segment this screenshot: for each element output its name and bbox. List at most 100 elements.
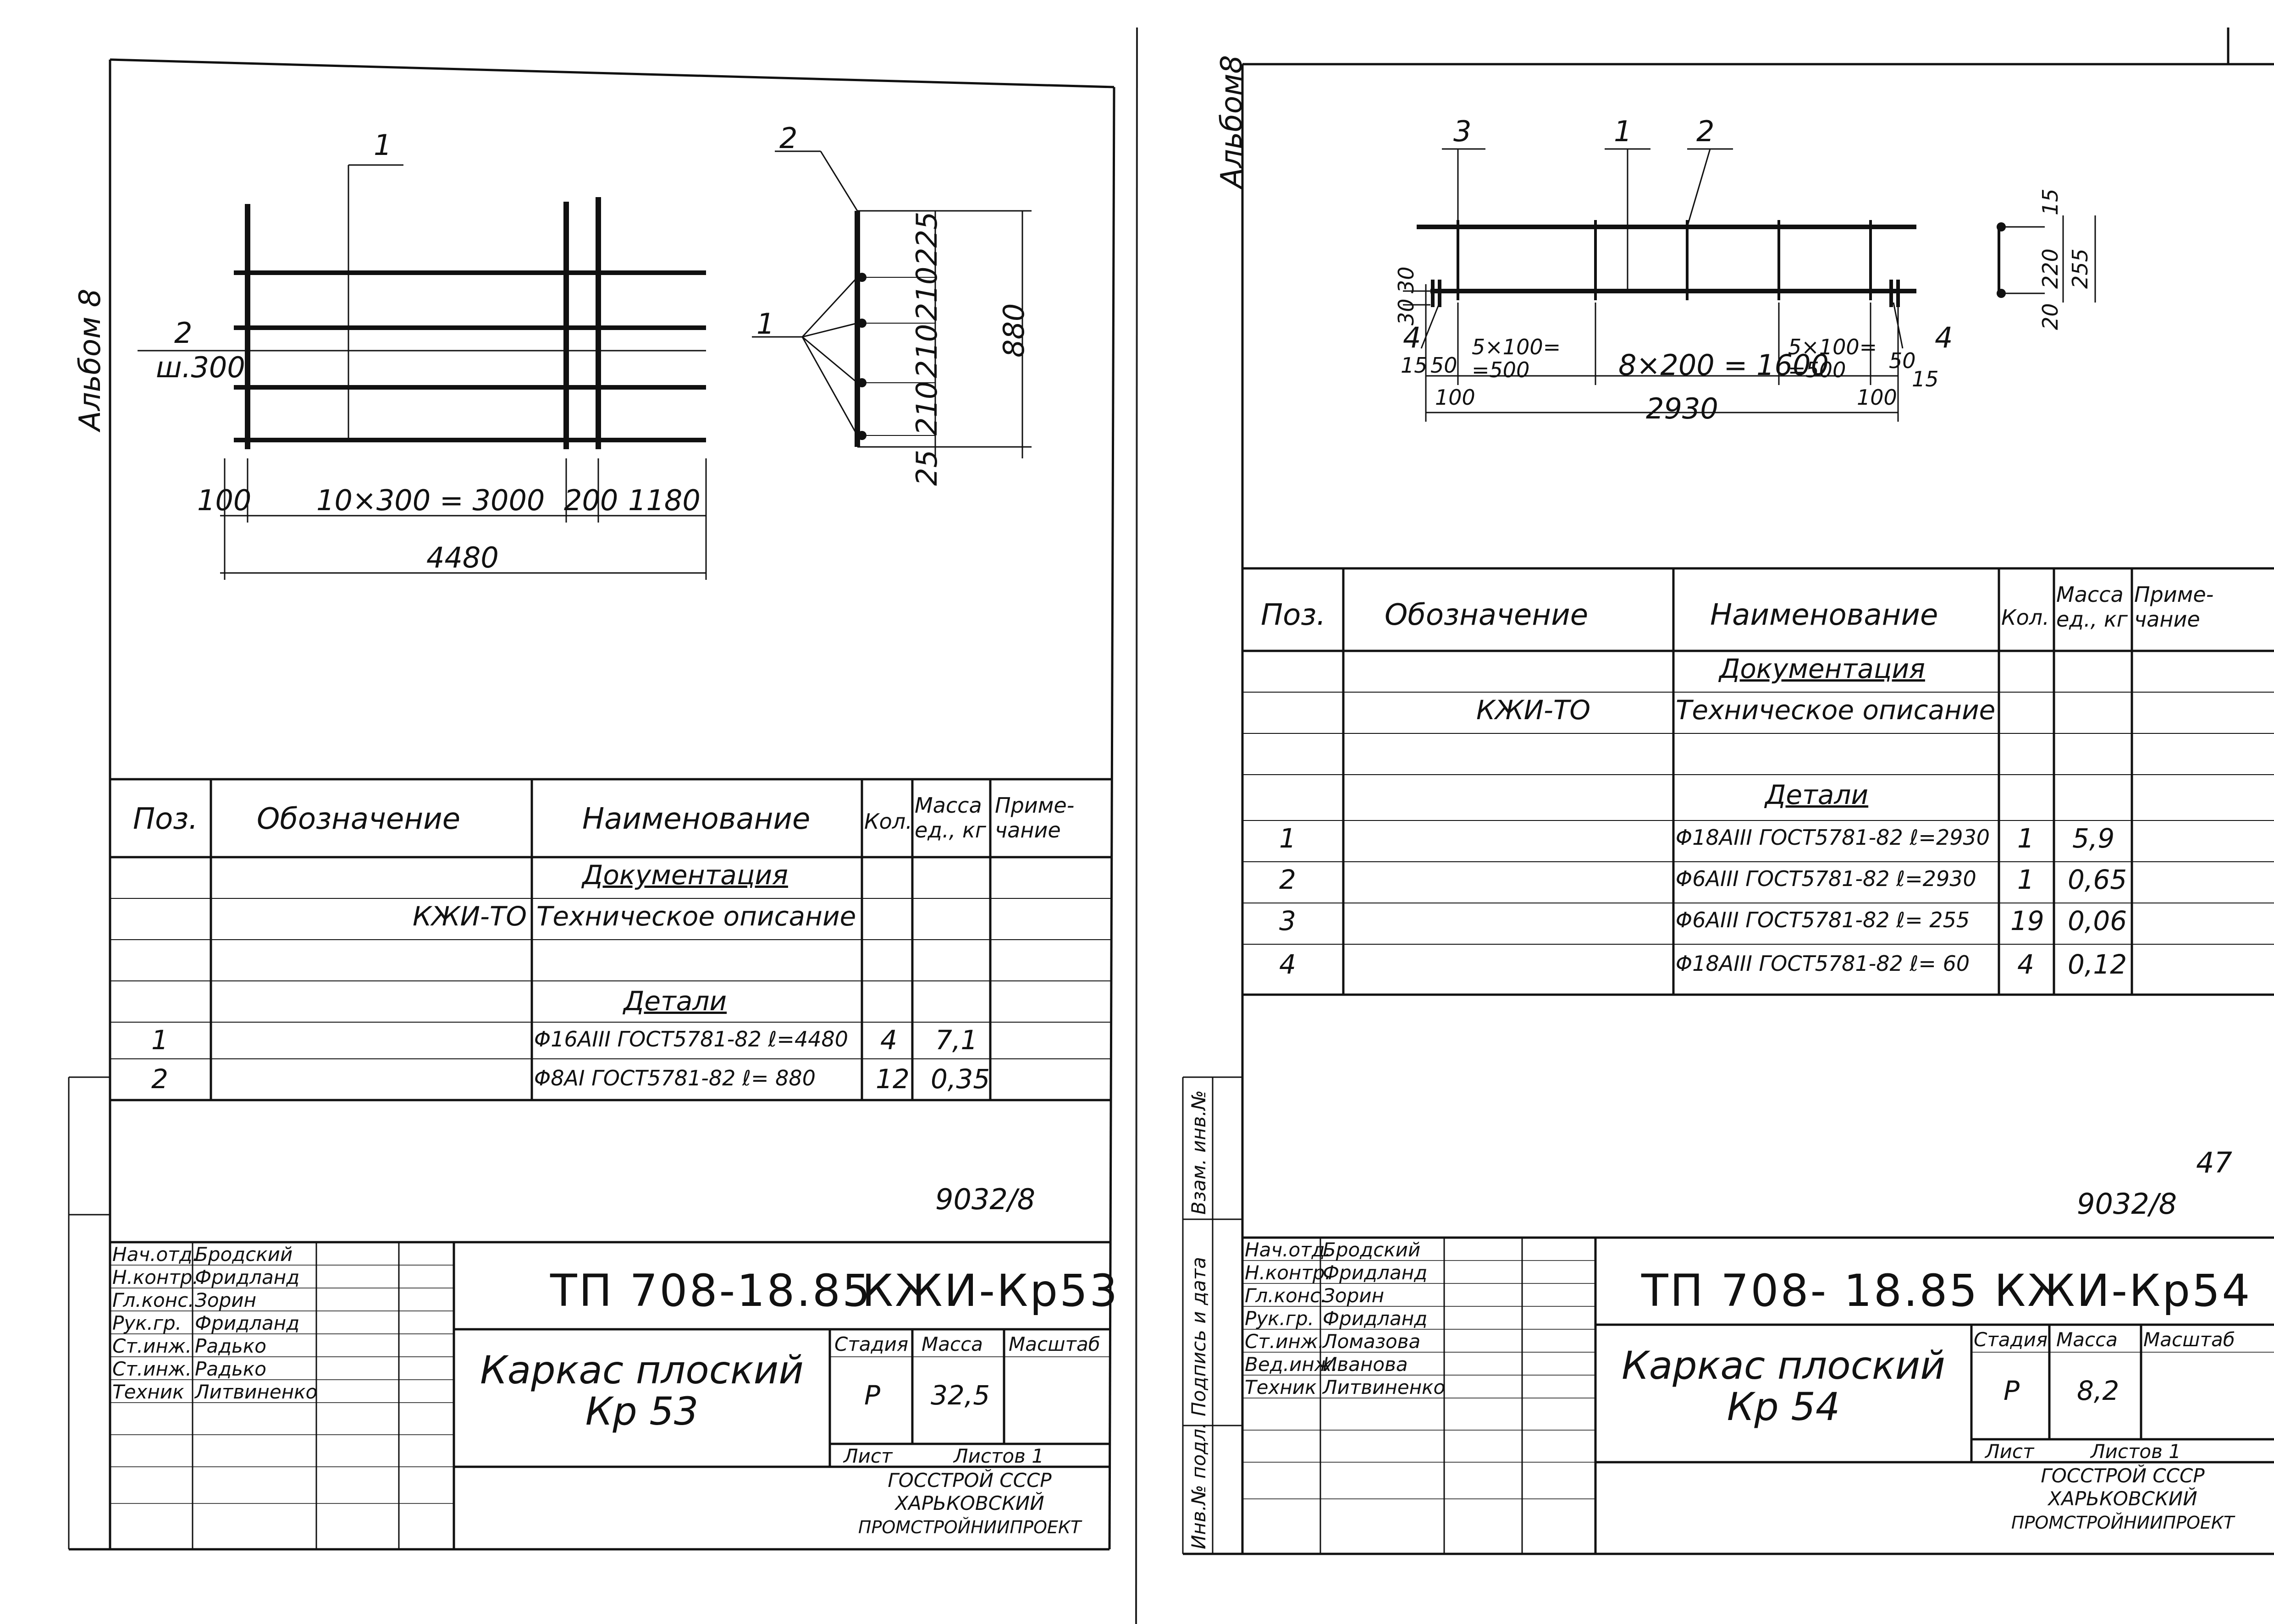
stamp-title-line1: Каркас плоский bbox=[1622, 1343, 1945, 1388]
stamp-code: КЖИ-Кр54 bbox=[1994, 1265, 2252, 1316]
stamp-name-6: Радько bbox=[195, 1358, 266, 1380]
section-dim-20: 20 bbox=[2038, 303, 2063, 330]
stamp-role-4: Рук.гр. bbox=[112, 1312, 182, 1334]
drawing-kr53 bbox=[68, 58, 1115, 1551]
stamp-stage-label: Стадия bbox=[834, 1333, 909, 1355]
dim-2930: 2930 bbox=[1646, 392, 1718, 425]
callout-pos3: 3 bbox=[1453, 115, 1472, 148]
stamp-title-line2: Кр 53 bbox=[585, 1389, 699, 1434]
spec-header-note: Приме-чание bbox=[995, 793, 1075, 842]
spec-doc-code: КЖИ-ТО bbox=[413, 901, 527, 932]
stamp-sheet-label: Лист bbox=[844, 1445, 893, 1467]
dim-50-right: 50 bbox=[1889, 348, 1916, 373]
stamp-role-1: Нач.отд. bbox=[112, 1243, 199, 1266]
dim-30b: 30 bbox=[1394, 298, 1418, 325]
dim-100-left: 100 bbox=[1435, 385, 1475, 410]
callout-pos2: 2 bbox=[174, 316, 193, 350]
dim-3000: 10×300 = 3000 bbox=[316, 484, 545, 517]
stamp-role-5: Ст.инж. bbox=[112, 1335, 192, 1357]
sheet-kr53: Альбом 8 1 2 ш.300 100 10×300 = 3000 200… bbox=[68, 58, 1120, 1551]
page-number: 47 bbox=[2196, 1146, 2232, 1179]
stamp-mass-label: Масса bbox=[922, 1333, 983, 1355]
callout-pos4-left: 4 bbox=[1403, 321, 1421, 354]
stamp-name-5: Радько bbox=[195, 1335, 266, 1357]
stamp-org-3: ПРОМСТРОЙНИИПРОЕКТ bbox=[2011, 1513, 2235, 1533]
stamp-org-2: ХАРЬКОВСКИЙ bbox=[2048, 1487, 2197, 1510]
archive-number: 9032/8 bbox=[2077, 1187, 2177, 1221]
dim-5x100-right-b: =500 bbox=[1788, 358, 1846, 382]
spec-section-details: Детали bbox=[624, 985, 727, 1017]
stamp-code: КЖИ-Кр53 bbox=[862, 1265, 1120, 1316]
stamp-mass: 32,5 bbox=[931, 1380, 990, 1411]
stamp-role-5: Ст.инж. bbox=[1245, 1330, 1325, 1353]
stamp-name-6: Иванова bbox=[1323, 1353, 1408, 1376]
spec-row2-name: Φ6AIII ГОСТ5781-82 ℓ=2930 bbox=[1676, 866, 1976, 891]
stamp-role-1: Нач.отд. bbox=[1245, 1239, 1331, 1261]
side-label-replacement-inv: Взам. инв.№ bbox=[1187, 1090, 1210, 1215]
stamp-role-3: Гл.конс. bbox=[1245, 1284, 1327, 1307]
stamp-sheet-label: Лист bbox=[1985, 1440, 2034, 1463]
dim-30a: 30 bbox=[1394, 266, 1418, 293]
stamp-org-1: ГОССТРОЙ СССР bbox=[888, 1469, 1052, 1492]
section-dim-15: 15 bbox=[2038, 188, 2063, 215]
spec-row4-qty: 4 bbox=[2017, 949, 2034, 980]
spec-section-documentation: Документация bbox=[1719, 653, 1925, 684]
stamp-name-5: Ломазова bbox=[1323, 1330, 1421, 1353]
section-dim-220: 220 bbox=[2038, 248, 2063, 289]
pitch-label: ш.300 bbox=[156, 351, 245, 384]
stamp-org-2: ХАРЬКОВСКИЙ bbox=[895, 1492, 1044, 1514]
spec-header-note: Приме-чание bbox=[2134, 582, 2214, 632]
spec-row2-qty: 1 bbox=[2017, 864, 2034, 895]
stamp-name-7: Литвиненко bbox=[195, 1381, 318, 1403]
spec-section-details: Детали bbox=[1765, 779, 1869, 810]
stamp-role-2: Н.контр. bbox=[1245, 1261, 1331, 1284]
stamp-title-line1: Каркас плоский bbox=[480, 1348, 804, 1393]
stamp-mass-label: Масса bbox=[2056, 1328, 2118, 1351]
stamp-name-2: Фридланд bbox=[195, 1266, 300, 1288]
stamp-role-3: Гл.конс. bbox=[112, 1289, 194, 1311]
spec-header-pos: Поз. bbox=[1261, 598, 1326, 632]
spec-doc-name: Техническое описание bbox=[1676, 694, 1996, 726]
spec-doc-name: Техническое описание bbox=[536, 901, 856, 932]
spec-header-qty: Кол. bbox=[2001, 605, 2049, 630]
callout-pos2: 2 bbox=[1696, 115, 1715, 148]
stamp-role-7: Техник bbox=[112, 1381, 184, 1403]
spec-row3-pos: 3 bbox=[1279, 905, 1296, 936]
spec-row2-name: Φ8AI ГОСТ5781-82 ℓ= 880 bbox=[534, 1066, 816, 1090]
dim-15-right: 15 bbox=[1912, 367, 1939, 391]
spec-row3-name: Φ6AIII ГОСТ5781-82 ℓ= 255 bbox=[1676, 908, 1970, 932]
spec-header-mass: Масса ед., кг bbox=[2056, 582, 2128, 632]
dim-100: 100 bbox=[197, 484, 252, 517]
stamp-name-3: Зорин bbox=[1323, 1284, 1385, 1307]
callout-pos1: 1 bbox=[1614, 115, 1632, 148]
spec-row2-pos: 2 bbox=[1279, 864, 1296, 895]
stamp-name-3: Зорин bbox=[195, 1289, 257, 1311]
dim-200: 200 bbox=[564, 484, 618, 517]
stamp-role-7: Техник bbox=[1245, 1376, 1317, 1398]
spec-header-pos: Поз. bbox=[133, 802, 198, 836]
dim-5x100-right-a: 5×100= bbox=[1788, 335, 1877, 359]
stamp-role-2: Н.контр. bbox=[112, 1266, 199, 1288]
callout-pos1: 1 bbox=[374, 128, 392, 162]
dim-8x200: 8×200 = 1600 bbox=[1618, 348, 1829, 382]
stamp-scale-label: Масштаб bbox=[1009, 1333, 1100, 1355]
spec-header-designation: Обозначение bbox=[257, 802, 461, 836]
stamp-sheets-label: Листов 1 bbox=[954, 1445, 1044, 1467]
spec-header-mass: Масса ед., кг bbox=[915, 793, 986, 842]
stamp-role-6: Ст.инж. bbox=[112, 1358, 192, 1380]
drawing-kr54 bbox=[1182, 28, 2274, 1555]
spec-row1-pos: 1 bbox=[1279, 823, 1296, 854]
dim-5x100-left-b: =500 bbox=[1472, 358, 1530, 382]
section-callout-pos1: 1 bbox=[756, 307, 775, 341]
dim-100-right: 100 bbox=[1857, 385, 1897, 410]
spec-section-documentation: Документация bbox=[582, 859, 788, 891]
sheet-kr54: Альбом8 3 1 2 4 4 30 30 15 50 5×100= =50… bbox=[1137, 0, 2274, 1624]
dim-4480: 4480 bbox=[426, 541, 499, 574]
side-label-signature-date: Подпись и дата bbox=[1187, 1257, 1210, 1416]
stamp-project: ТП 708-18.85 bbox=[550, 1265, 872, 1316]
spec-doc-code: КЖИ-ТО bbox=[1476, 694, 1591, 726]
spec-row3-qty: 19 bbox=[2010, 905, 2044, 936]
stamp-name-1: Бродский bbox=[195, 1243, 293, 1266]
spec-row4-pos: 4 bbox=[1279, 949, 1296, 980]
